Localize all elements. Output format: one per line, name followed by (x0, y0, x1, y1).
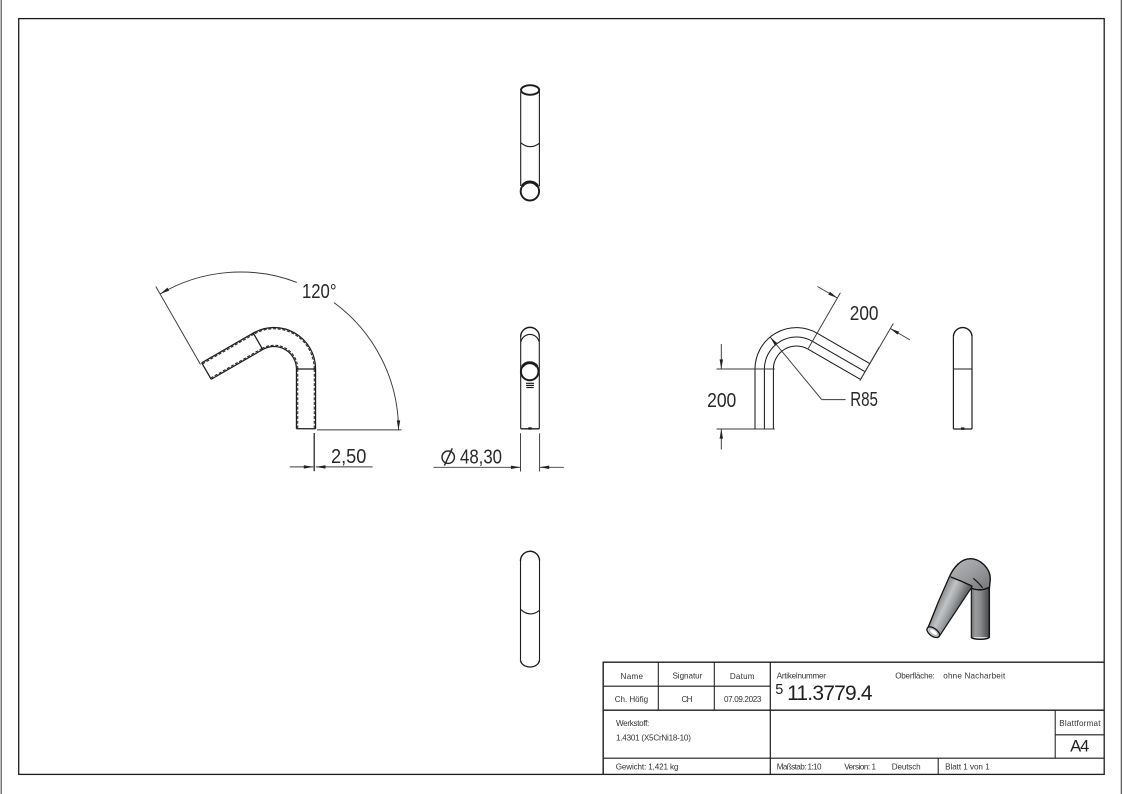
svg-text:Deutsch: Deutsch (892, 763, 921, 772)
svg-text:Blattformat: Blattformat (1059, 719, 1101, 728)
svg-text:Maßstab: 1:10: Maßstab: 1:10 (777, 763, 822, 772)
svg-text:Artikelnummer: Artikelnummer (777, 671, 827, 680)
svg-text:200: 200 (707, 390, 736, 412)
svg-text:2,50: 2,50 (331, 446, 366, 468)
svg-text:Oberfläche:: Oberfläche: (895, 671, 935, 680)
svg-text:120°: 120° (302, 281, 337, 303)
svg-text:Blatt 1 von 1: Blatt 1 von 1 (945, 763, 990, 772)
svg-text:5: 5 (775, 682, 783, 698)
svg-text:Werkstoff:: Werkstoff: (616, 719, 649, 728)
svg-text:200: 200 (850, 303, 879, 325)
svg-text:Signatur: Signatur (672, 671, 702, 680)
svg-text:1.4301 (X5CrNi18-10): 1.4301 (X5CrNi18-10) (616, 734, 691, 743)
svg-text:A4: A4 (1070, 738, 1089, 756)
svg-text:11.3779.4: 11.3779.4 (787, 682, 873, 705)
svg-text:ohne Nacharbeit: ohne Nacharbeit (943, 671, 1006, 680)
svg-text:48,30: 48,30 (460, 447, 502, 469)
svg-text:Name: Name (621, 672, 644, 681)
svg-text:Datum: Datum (730, 672, 755, 681)
svg-text:Version: 1: Version: 1 (844, 763, 876, 772)
svg-text:07.09.2023: 07.09.2023 (724, 695, 762, 704)
svg-text:Gewicht: 1,421 kg: Gewicht: 1,421 kg (616, 763, 679, 772)
svg-text:CH: CH (682, 695, 693, 704)
svg-text:R85: R85 (850, 389, 878, 411)
svg-text:Ch. Höfig: Ch. Höfig (615, 695, 648, 704)
